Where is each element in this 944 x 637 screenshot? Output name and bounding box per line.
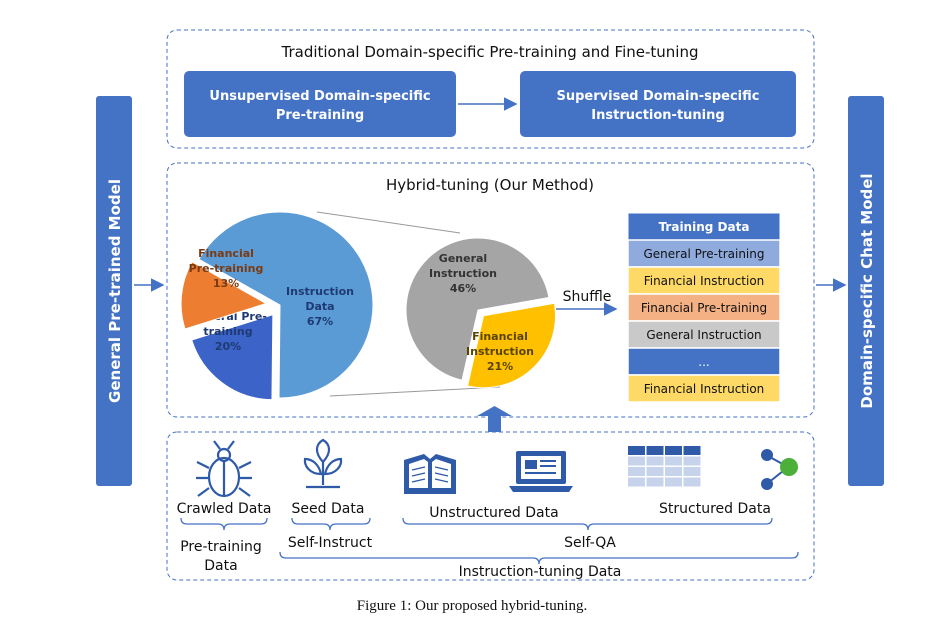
- zoom-line-top: [316, 211, 461, 234]
- slice-financial-pretraining: [180, 261, 268, 330]
- instruction-mix-pie: GeneralInstruction46%FinancialInstructio…: [405, 237, 557, 389]
- table-icon-cell: [665, 477, 682, 487]
- sources-container: [166, 431, 815, 581]
- training-table-row-label: ...: [698, 355, 709, 369]
- training-table-header: [627, 212, 781, 241]
- table-icon-cell: [665, 467, 682, 476]
- self-instruct-brace: [291, 517, 371, 531]
- domain-chat-model-label: Domain-specific Chat Model: [858, 173, 876, 408]
- slice-financial-pretraining-label: Financial: [198, 247, 254, 260]
- figure-caption: Figure 1: Our proposed hybrid-tuning.: [356, 598, 588, 614]
- unstructured-data-label: Unstructured Data: [429, 505, 558, 521]
- table-icon-cell: [665, 446, 682, 455]
- laptop-icon: [509, 451, 573, 492]
- slice-general-instruction-label: Instruction: [429, 267, 497, 280]
- slice-financial-pretraining-label: 13%: [213, 277, 239, 290]
- unsupervised-pretraining-box: [184, 71, 456, 137]
- supervised-instruction-box: [520, 71, 796, 137]
- training-table-row-label: Financial Pre-training: [641, 301, 767, 315]
- table-icon-cell: [646, 477, 664, 487]
- table-icon-cell: [628, 456, 645, 466]
- shuffle-label: Shuffle: [563, 289, 612, 305]
- table-icon-cell: [683, 477, 701, 487]
- pretraining-data-label-2: Data: [204, 558, 237, 574]
- supervised-instruction-label-1: Supervised Domain-specific: [557, 89, 760, 104]
- training-table-row-label: General Instruction: [646, 328, 761, 342]
- table-icon-cell: [628, 467, 645, 476]
- up-arrow: [477, 406, 512, 432]
- slice-instruction-data-label: Instruction: [286, 285, 354, 298]
- table-icon-cell: [665, 456, 682, 466]
- self-instruct-label: Self-Instruct: [288, 535, 373, 551]
- table-icon-cell: [683, 467, 701, 476]
- slice-financial-pretraining-label: Pre-training: [189, 262, 264, 275]
- traditional-title: Traditional Domain-specific Pre-training…: [281, 43, 699, 61]
- training-table-header-label: Training Data: [659, 220, 750, 234]
- training-table-row: [627, 266, 781, 295]
- training-table-row: [627, 293, 781, 322]
- zoom-line-bottom: [329, 386, 501, 397]
- slice-general-pretraining-label: training: [203, 325, 252, 338]
- book-icon: [404, 454, 456, 494]
- slice-financial-instruction-label: 21%: [487, 360, 513, 373]
- slice-general-instruction: [405, 237, 550, 381]
- structured-data-label: Structured Data: [659, 501, 771, 517]
- training-table-row: [627, 320, 781, 349]
- instruction-tuning-brace: [279, 551, 799, 565]
- unsupervised-pretraining-label-2: Pre-training: [276, 108, 364, 123]
- table-icon-cell: [683, 446, 701, 455]
- crawled-data-label: Crawled Data: [177, 501, 272, 517]
- slice-general-instruction-label: 46%: [450, 282, 476, 295]
- table-icon-cell: [628, 477, 645, 487]
- training-table-row-label: Financial Instruction: [644, 274, 765, 288]
- seed-data-label: Seed Data: [292, 501, 365, 517]
- table-icon-cell: [628, 446, 645, 455]
- table-icon-cell: [646, 456, 664, 466]
- training-table-row-label: General Pre-training: [643, 247, 764, 261]
- slice-instruction-data-label: 67%: [307, 315, 333, 328]
- self-qa-brace: [402, 517, 773, 531]
- hybrid-title: Hybrid-tuning (Our Method): [386, 176, 594, 194]
- self-qa-label: Self-QA: [564, 535, 616, 551]
- domain-chat-model-panel: [848, 96, 884, 486]
- pretraining-data-label-1: Pre-training: [180, 539, 262, 555]
- training-table-row: [627, 239, 781, 268]
- supervised-instruction-label-2: Instruction-tuning: [591, 108, 724, 123]
- general-pretrained-model-label: General Pre-trained Model: [106, 179, 124, 403]
- bug-icon: [196, 440, 252, 498]
- table-icon-cell: [646, 446, 664, 455]
- slice-general-instruction-label: General: [439, 252, 487, 265]
- slice-instruction-data-label: Data: [305, 300, 334, 313]
- unsupervised-pretraining-label-1: Unsupervised Domain-specific: [209, 89, 430, 104]
- training-table-row-label: Financial Instruction: [644, 382, 765, 396]
- graph-icon: [761, 449, 798, 490]
- instruction-tuning-label: Instruction-tuning Data: [459, 564, 622, 580]
- slice-financial-instruction-label: Financial: [472, 330, 528, 343]
- slice-financial-instruction: [466, 302, 557, 389]
- pretraining-brace: [180, 517, 268, 531]
- table-icon-cell: [683, 456, 701, 466]
- general-pretrained-model-panel: [96, 96, 132, 486]
- training-table-row: [627, 374, 781, 403]
- table-icon-cell: [646, 467, 664, 476]
- sprout-icon: [303, 438, 343, 489]
- table-icon: [628, 446, 701, 487]
- slice-general-pretraining-label: 20%: [215, 340, 241, 353]
- training-table-row: [627, 347, 781, 376]
- slice-general-pretraining: [191, 313, 274, 401]
- slice-instruction-data: [198, 211, 374, 399]
- slice-financial-instruction-label: Instruction: [466, 345, 534, 358]
